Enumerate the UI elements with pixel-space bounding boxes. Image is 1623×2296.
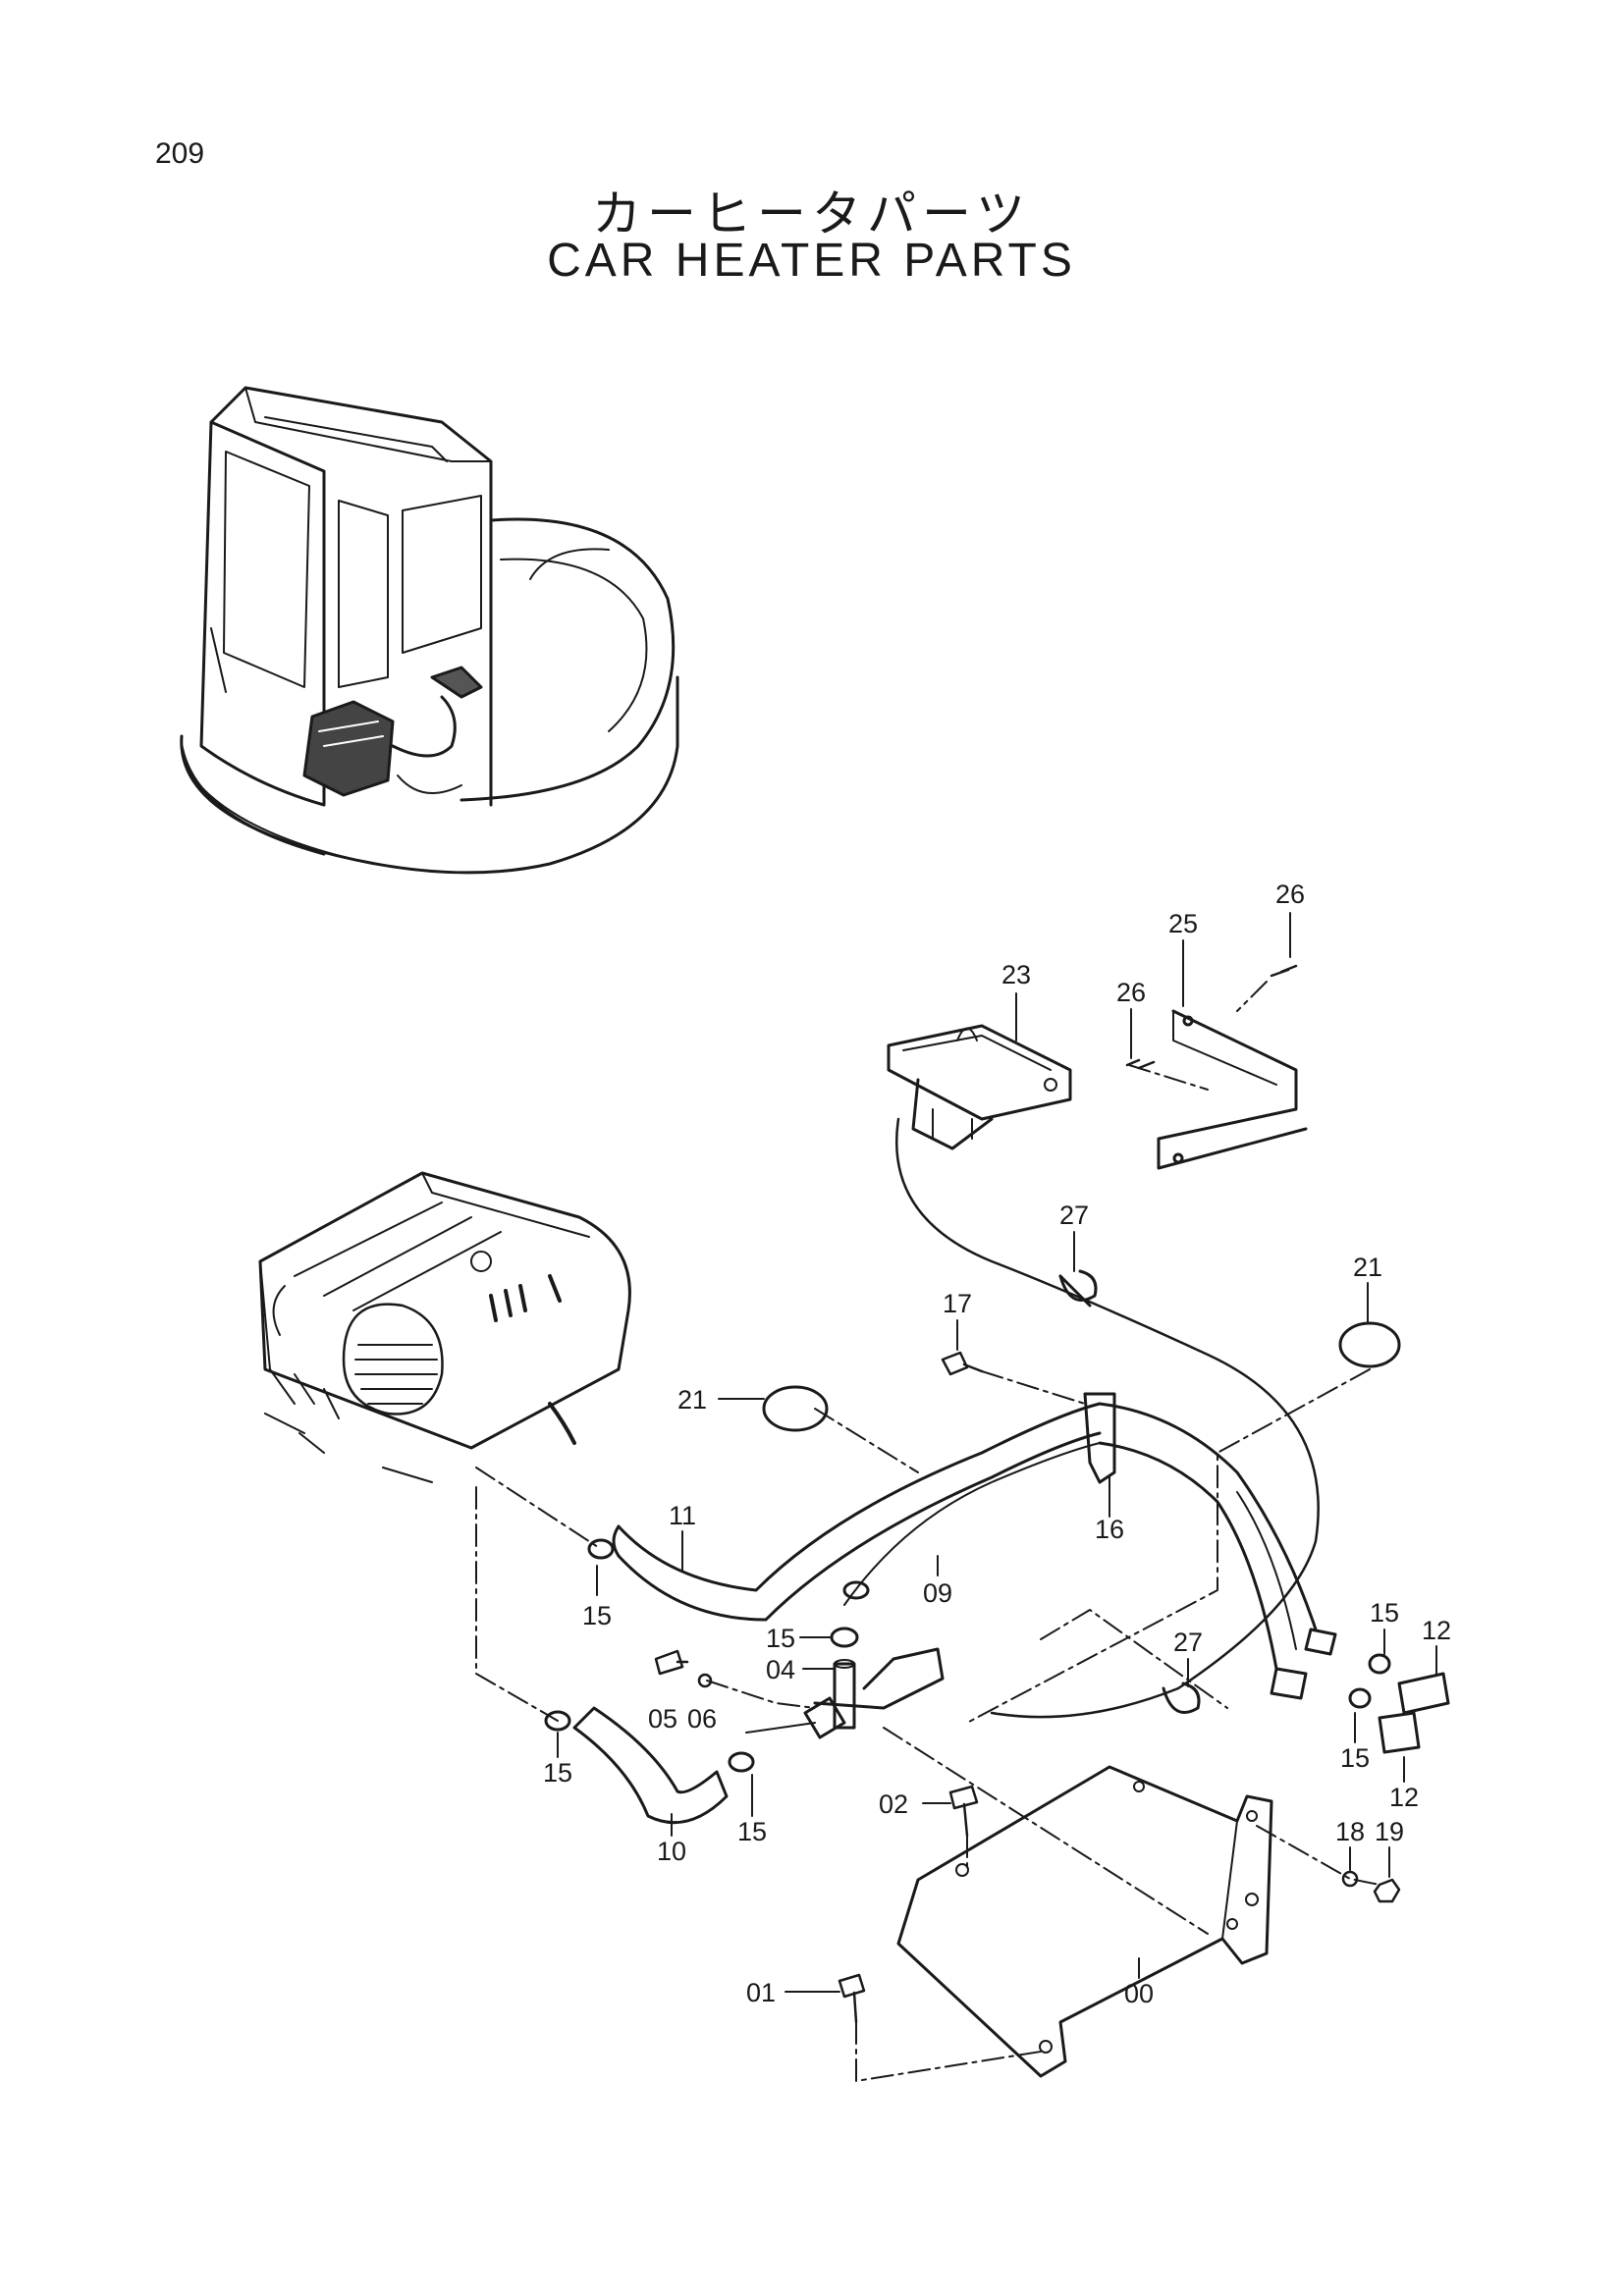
bolt-part-17: [941, 1351, 984, 1376]
callout-16: 16: [1095, 1515, 1124, 1544]
callout-02: 02: [879, 1789, 908, 1819]
callout-26-upper: 26: [1275, 880, 1305, 909]
hose-band-21-right: [1338, 1321, 1401, 1368]
callout-15-center: 15: [766, 1624, 795, 1653]
callout-15-lower-center: 15: [737, 1817, 767, 1846]
callout-23: 23: [1001, 960, 1031, 989]
base-plate-part-00: [896, 1765, 1273, 2078]
callout-27-upper: 27: [1059, 1201, 1089, 1230]
bolt-part-02: [948, 1785, 979, 1838]
callout-05: 05: [648, 1704, 677, 1734]
callout-17: 17: [943, 1289, 972, 1318]
hose-clip-part-16: [1083, 1392, 1116, 1484]
cable-clamp-27a: [1058, 1269, 1098, 1302]
callout-19: 19: [1375, 1817, 1404, 1846]
callout-11: 11: [669, 1501, 696, 1530]
control-lever-part-23: [887, 1024, 1072, 1150]
hose-clamp-15-center: [830, 1627, 859, 1648]
washer-part-06: [697, 1673, 713, 1688]
screw-part-26a: [1270, 964, 1298, 978]
callout-15-lower-left: 15: [543, 1758, 572, 1788]
hose-clamp-15-right-lower: [1348, 1687, 1372, 1709]
callout-09: 09: [923, 1578, 952, 1608]
callout-01: 01: [746, 1978, 776, 2007]
washer-part-18: [1341, 1870, 1359, 1888]
hose-clamp-15-lower-center: [728, 1751, 755, 1773]
title-japanese: カーヒータパーツ: [592, 186, 1031, 242]
cable-clamp-27b: [1162, 1682, 1201, 1714]
hose-clamp-15-upper-left: [587, 1538, 615, 1560]
page-number: 209: [155, 137, 205, 170]
bolt-part-01: [838, 1973, 866, 2024]
fitting-part-12b: [1378, 1711, 1421, 1754]
callout-26-lower: 26: [1116, 978, 1146, 1007]
bolt-part-05: [654, 1649, 689, 1676]
callout-15-upper-left: 15: [582, 1601, 612, 1630]
control-cable: [894, 1117, 1320, 1719]
screw-part-26b: [1125, 1058, 1156, 1070]
hose-part-10: [572, 1706, 729, 1825]
fitting-part-12a: [1397, 1672, 1450, 1715]
callout-12-lower: 12: [1389, 1783, 1419, 1812]
callout-21-right: 21: [1353, 1253, 1382, 1282]
callout-21-left: 21: [677, 1385, 707, 1415]
hose-part-11: [617, 1402, 1102, 1592]
callout-00: 00: [1124, 1979, 1154, 2008]
hose-clamp-15-right-upper: [1368, 1653, 1391, 1675]
excavator-overview-illustration: [180, 386, 679, 875]
callout-06: 06: [687, 1704, 717, 1734]
bracket-part-25: [1157, 1009, 1308, 1170]
nut-part-19: [1373, 1878, 1401, 1903]
callout-15-right-lower: 15: [1340, 1743, 1370, 1773]
hose-clamp-15-lower-left: [544, 1710, 571, 1732]
hose-part-09: [843, 1442, 1101, 1606]
callout-25: 25: [1168, 909, 1198, 938]
hose-band-21-left: [762, 1385, 829, 1432]
title-english: CAR HEATER PARTS: [547, 235, 1076, 287]
callout-04: 04: [766, 1655, 795, 1684]
valve-assembly-part-04: [745, 1647, 945, 1739]
callout-12-upper: 12: [1422, 1616, 1451, 1645]
callout-27-lower: 27: [1173, 1628, 1203, 1657]
heater-unit-illustration: [258, 1171, 631, 1483]
callout-18: 18: [1335, 1817, 1365, 1846]
callout-15-right-upper: 15: [1370, 1598, 1399, 1628]
callout-10: 10: [657, 1837, 686, 1866]
